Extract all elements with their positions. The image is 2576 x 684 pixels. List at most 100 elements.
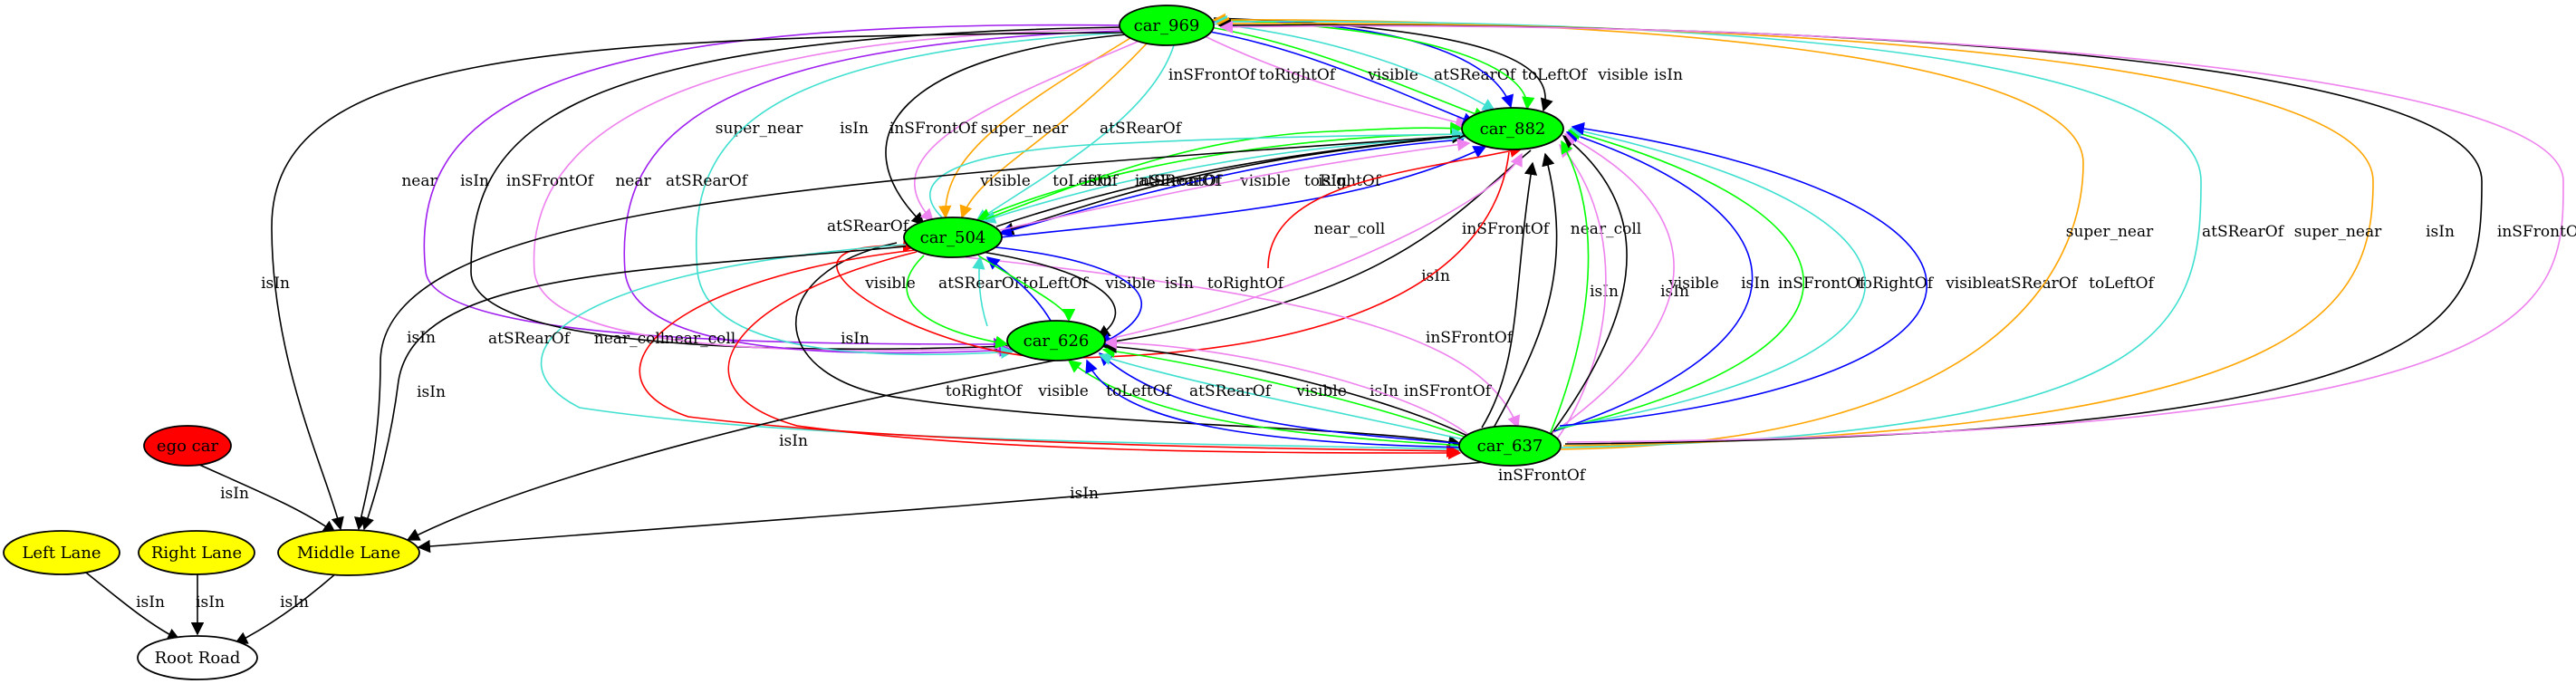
node-car-504: car_504: [903, 217, 1003, 258]
node-car-637: car_637: [1458, 425, 1562, 467]
node-shape: [903, 217, 1003, 258]
edge-atsrearof-label: atSRearOf: [1100, 120, 1183, 138]
edge-isin-label: isIn: [840, 120, 869, 138]
edge-toleftof-line: [998, 139, 1465, 237]
node-right-lane: Right Lane: [138, 530, 255, 575]
edge-insfrontof-label: inSFrontOf: [1426, 329, 1514, 347]
edge-torightof-label: toRightOf: [1304, 172, 1382, 190]
edge-isin-line: [406, 360, 1055, 541]
edge-atsrearof-label: atSRearOf: [2202, 223, 2285, 241]
edge-isin-label: isIn: [1165, 275, 1194, 293]
edge-near-coll-label: near_coll: [665, 330, 735, 348]
edge-visible-label: visible: [1597, 66, 1648, 84]
edge-atsrearof-label: atSRearOf: [488, 330, 572, 348]
node-root-road: Root Road: [137, 635, 258, 680]
edge-atsrearof-line: [695, 32, 1126, 360]
edge-near-coll-line: [727, 251, 1462, 460]
edge-toleftof-label: toLeftOf: [2089, 275, 2155, 293]
edge-atsrearof-label: atSRearOf: [938, 275, 1022, 293]
edge-isin-line: [1094, 149, 1532, 350]
edge-visible-label: visible: [1367, 66, 1418, 84]
edge-super-near-line: [1216, 16, 2374, 447]
edge-torightof-line: [999, 146, 1487, 238]
edge-isin-label: isIn: [220, 485, 249, 503]
node-shape: [1119, 5, 1215, 46]
node-left-lane: Left Lane: [3, 530, 120, 575]
edge-near-label: near: [615, 172, 651, 190]
edge-isin-line: [1103, 340, 1474, 439]
edge-insfrontof-line: [913, 41, 1139, 223]
edge-isin-label: isIn: [779, 432, 808, 450]
edge-near-coll-line: [639, 249, 1460, 458]
edge-isin-label: isIn: [1083, 172, 1112, 190]
edge-isin-label: isIn: [1741, 275, 1770, 293]
edge-torightof-label: toRightOf: [946, 382, 1024, 400]
edge-isin-line: [885, 34, 1128, 226]
edge-visible-label: visible: [1037, 382, 1089, 400]
edge-torightof-label: toRightOf: [1259, 66, 1337, 84]
edge-super-near-label: super_near: [716, 120, 803, 138]
edge-toleftof-label: toLeftOf: [1106, 382, 1172, 400]
edge-isin-label: isIn: [261, 275, 290, 293]
edge-atsrearof-label: atSRearOf: [827, 217, 910, 236]
node-label: car_637: [1477, 437, 1543, 456]
edge-torightof-line: [1553, 130, 1754, 432]
edge-atsrearof-label: atSRearOf: [1139, 172, 1222, 190]
edge-toleftof-line: [1213, 20, 1514, 109]
edge-toleftof-line: [1085, 359, 1470, 448]
node-label: Left Lane: [22, 544, 101, 563]
edge-torightof-label: toRightOf: [1207, 275, 1285, 293]
edge-toleftof-label: toLeftOf: [1522, 66, 1588, 84]
edge-toleftof-line: [1559, 121, 1928, 427]
edge-insfrontof-line: [1103, 335, 1472, 438]
edge-visible-line: [906, 255, 1009, 349]
node-label: ego car: [157, 437, 219, 456]
edge-visible-line: [1209, 26, 1487, 120]
node-label: Middle Lane: [297, 544, 400, 563]
edge-visible-line: [1555, 127, 1805, 430]
edge-insfrontof-label: inSFrontOf: [1462, 220, 1551, 238]
node-label: car_969: [1134, 16, 1200, 35]
edge-isin-road-line: [85, 572, 181, 641]
edge-atsrearof-label: atSRearOf: [1434, 66, 1517, 84]
edge-isin-road-label: isIn: [196, 593, 225, 612]
edge-isin-label: isIn: [1660, 283, 1689, 301]
edge-atsrearof-line: [929, 128, 1466, 218]
edge-atsrearof-line: [1557, 124, 1867, 429]
edge-isin-line: [417, 461, 1486, 554]
node-label: Right Lane: [151, 544, 242, 563]
edge-insfrontof-line: [1552, 133, 1675, 434]
edge-atsrearof-line: [540, 244, 1464, 456]
node-shape: [143, 425, 232, 467]
edge-torightof-line: [1098, 352, 1468, 445]
edge-visible-line: [976, 133, 1463, 221]
edge-super-near-label: super_near: [2066, 223, 2154, 241]
edge-torightof-line: [1204, 30, 1476, 126]
edge-super-near-line: [1212, 13, 2084, 450]
edge-isin-line: [1481, 161, 1538, 429]
edge-atsrearof-line: [982, 137, 1466, 224]
edge-insfrontof-label: inSFrontOf: [2497, 223, 2576, 241]
node-label: car_626: [1024, 332, 1090, 351]
node-label: car_504: [920, 228, 986, 247]
edge-visible-line: [1211, 19, 1535, 111]
edge-isin-line: [361, 246, 907, 531]
edge-isin-road-line: [234, 572, 338, 644]
edge-visible-label: visible: [1295, 382, 1347, 400]
edge-insfrontof-line: [1082, 152, 1523, 345]
edge-isin-line: [354, 135, 1461, 531]
node-shape: [138, 530, 255, 575]
node-shape: [1461, 107, 1564, 150]
edge-isin-road-label: isIn: [280, 593, 309, 612]
edge-isin-line: [981, 251, 1117, 338]
edge-isin-line: [271, 32, 1129, 531]
edge-atsrearof-label: atSRearOf: [666, 172, 749, 190]
edge-insfrontof-label: inSFrontOf: [506, 172, 595, 190]
node-car-882: car_882: [1461, 107, 1564, 150]
node-label: Root Road: [155, 649, 241, 668]
edge-insfrontof-label: inSFrontOf: [1498, 467, 1587, 485]
edges-layer: inSFrontOf toRightOf visible atSRearOf toLef…: [85, 13, 2576, 644]
edge-atsrearof-line: [1211, 23, 1496, 111]
edge-atsrearof-label: atSRearOf: [1189, 382, 1273, 400]
edge-isin-label: isIn: [841, 330, 870, 348]
